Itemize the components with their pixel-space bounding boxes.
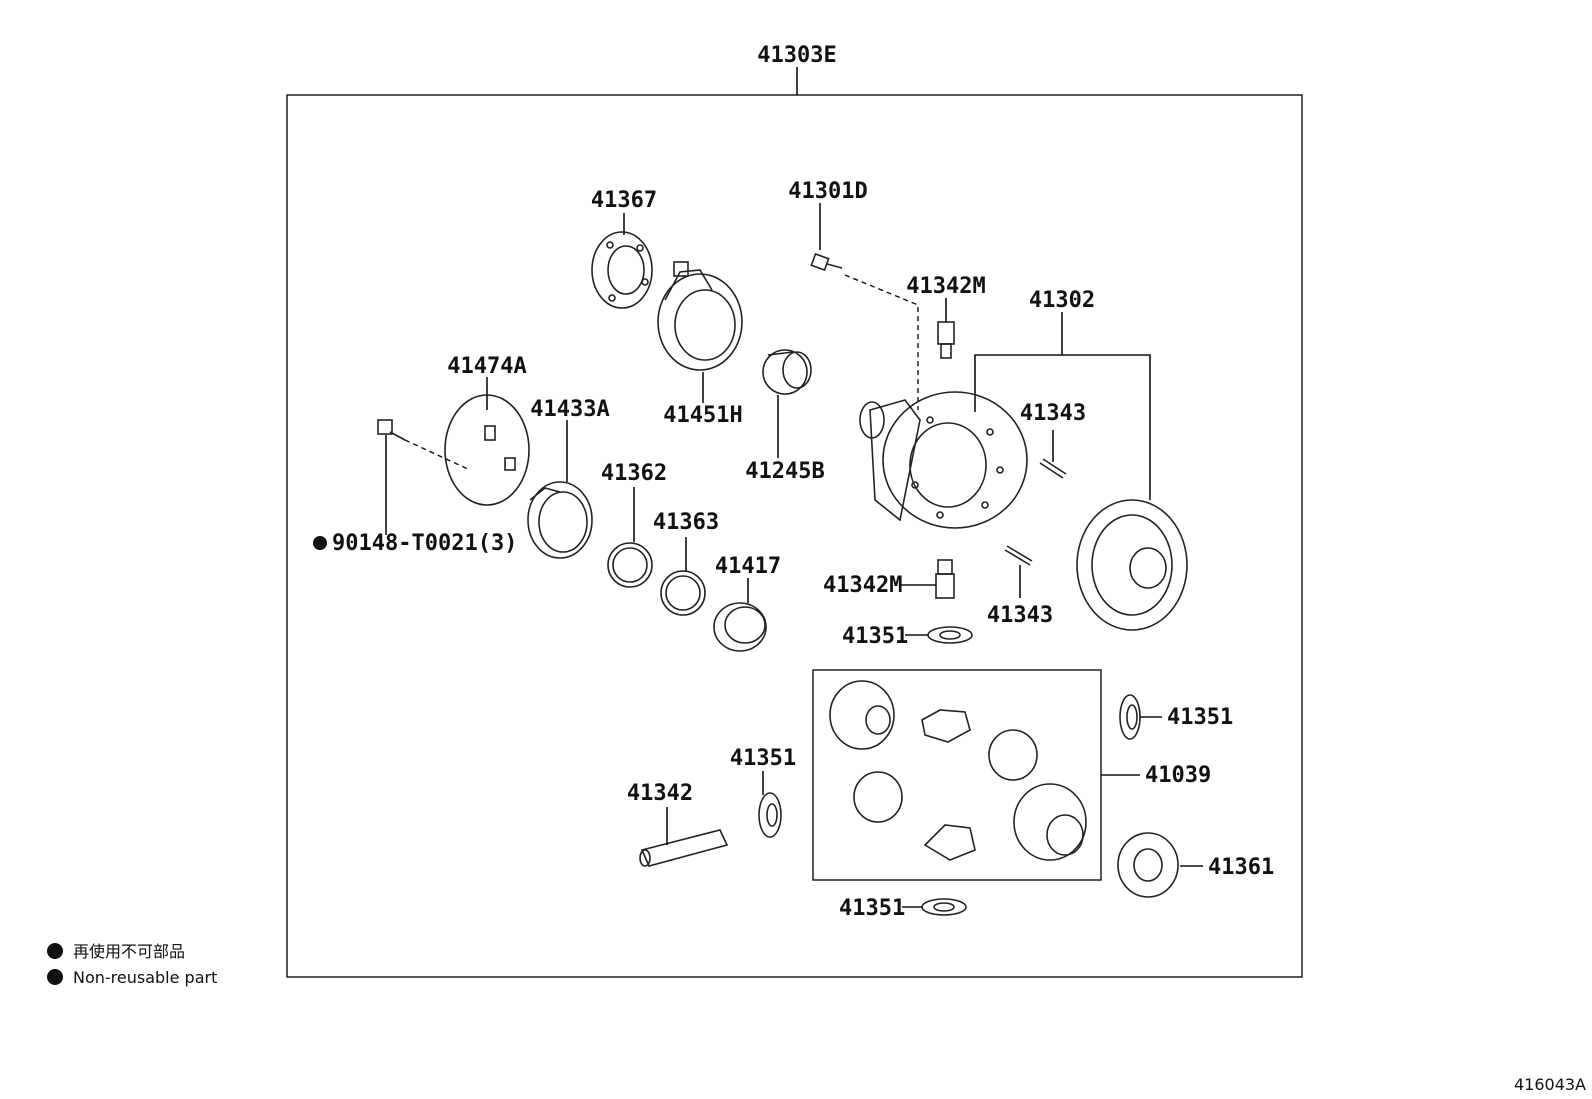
assembly-frame [286,94,1303,978]
callout-90148-T0021[interactable]: 90148-T0021(3) [332,531,517,556]
part-41301D-icon [810,252,843,272]
part-41039-gears-icon [829,680,1087,861]
callout-41363[interactable]: 41363 [653,510,719,535]
callout-41451H[interactable]: 41451H [663,403,742,428]
callout-41342M-mid[interactable]: 41342M [823,573,902,598]
part-41417-icon [713,602,767,652]
part-41367-icon [591,231,653,309]
part-41351-b-icon [1119,694,1141,740]
callout-41417[interactable]: 41417 [715,554,781,579]
part-41351-d-icon [921,898,967,916]
callout-41039[interactable]: 41039 [1145,763,1211,788]
legend-marker-icon-2 [47,969,63,985]
dashed-guide-90148 [404,439,471,471]
part-41362-icon [607,542,653,588]
part-41351-c-icon [758,792,782,838]
part-41451H-icon [657,261,743,371]
callout-41362[interactable]: 41362 [601,461,667,486]
part-41433A-icon [527,481,593,559]
legend-japanese: 再使用不可部品 [73,942,185,961]
part-41302-icon [859,391,1028,529]
callout-41351-c[interactable]: 41351 [730,746,796,771]
part-41343-top-icon [1039,458,1067,479]
part-41245B-icon [762,349,812,395]
gear-kit-box [812,669,1102,881]
callout-41303E[interactable]: 41303E [757,43,836,68]
callout-41343-mid[interactable]: 41343 [987,603,1053,628]
part-41342M-mid-icon [935,559,955,599]
ring-gear-icon [1076,499,1188,631]
callout-41351-d[interactable]: 41351 [839,896,905,921]
callout-41433A[interactable]: 41433A [530,397,609,422]
callout-41351-a[interactable]: 41351 [842,624,908,649]
dashed-guide-41301D [844,274,919,410]
callout-41342[interactable]: 41342 [627,781,693,806]
nonreusable-marker-icon [313,536,327,550]
legend-english: Non-reusable part [73,968,217,987]
part-41351-a-icon [927,626,973,644]
part-41363-icon [660,570,706,616]
callout-41301D[interactable]: 41301D [788,179,867,204]
figure-id: 416043A [1514,1075,1586,1094]
callout-41245B[interactable]: 41245B [745,459,824,484]
callout-41351-b[interactable]: 41351 [1167,705,1233,730]
callout-41367[interactable]: 41367 [591,188,657,213]
part-41474A-icon [444,394,530,506]
callout-41302[interactable]: 41302 [1029,288,1095,313]
callout-41342M-top[interactable]: 41342M [906,274,985,299]
part-41342M-top-icon [937,321,955,359]
part-41343-mid-icon [1004,545,1033,566]
callout-41361[interactable]: 41361 [1208,855,1274,880]
callout-41343-top[interactable]: 41343 [1020,401,1086,426]
callout-41474A[interactable]: 41474A [447,354,526,379]
part-90148-bolt-icon [377,419,406,441]
part-41361-icon [1117,832,1179,898]
legend-marker-icon-1 [47,943,63,959]
part-41342-icon [639,829,729,867]
